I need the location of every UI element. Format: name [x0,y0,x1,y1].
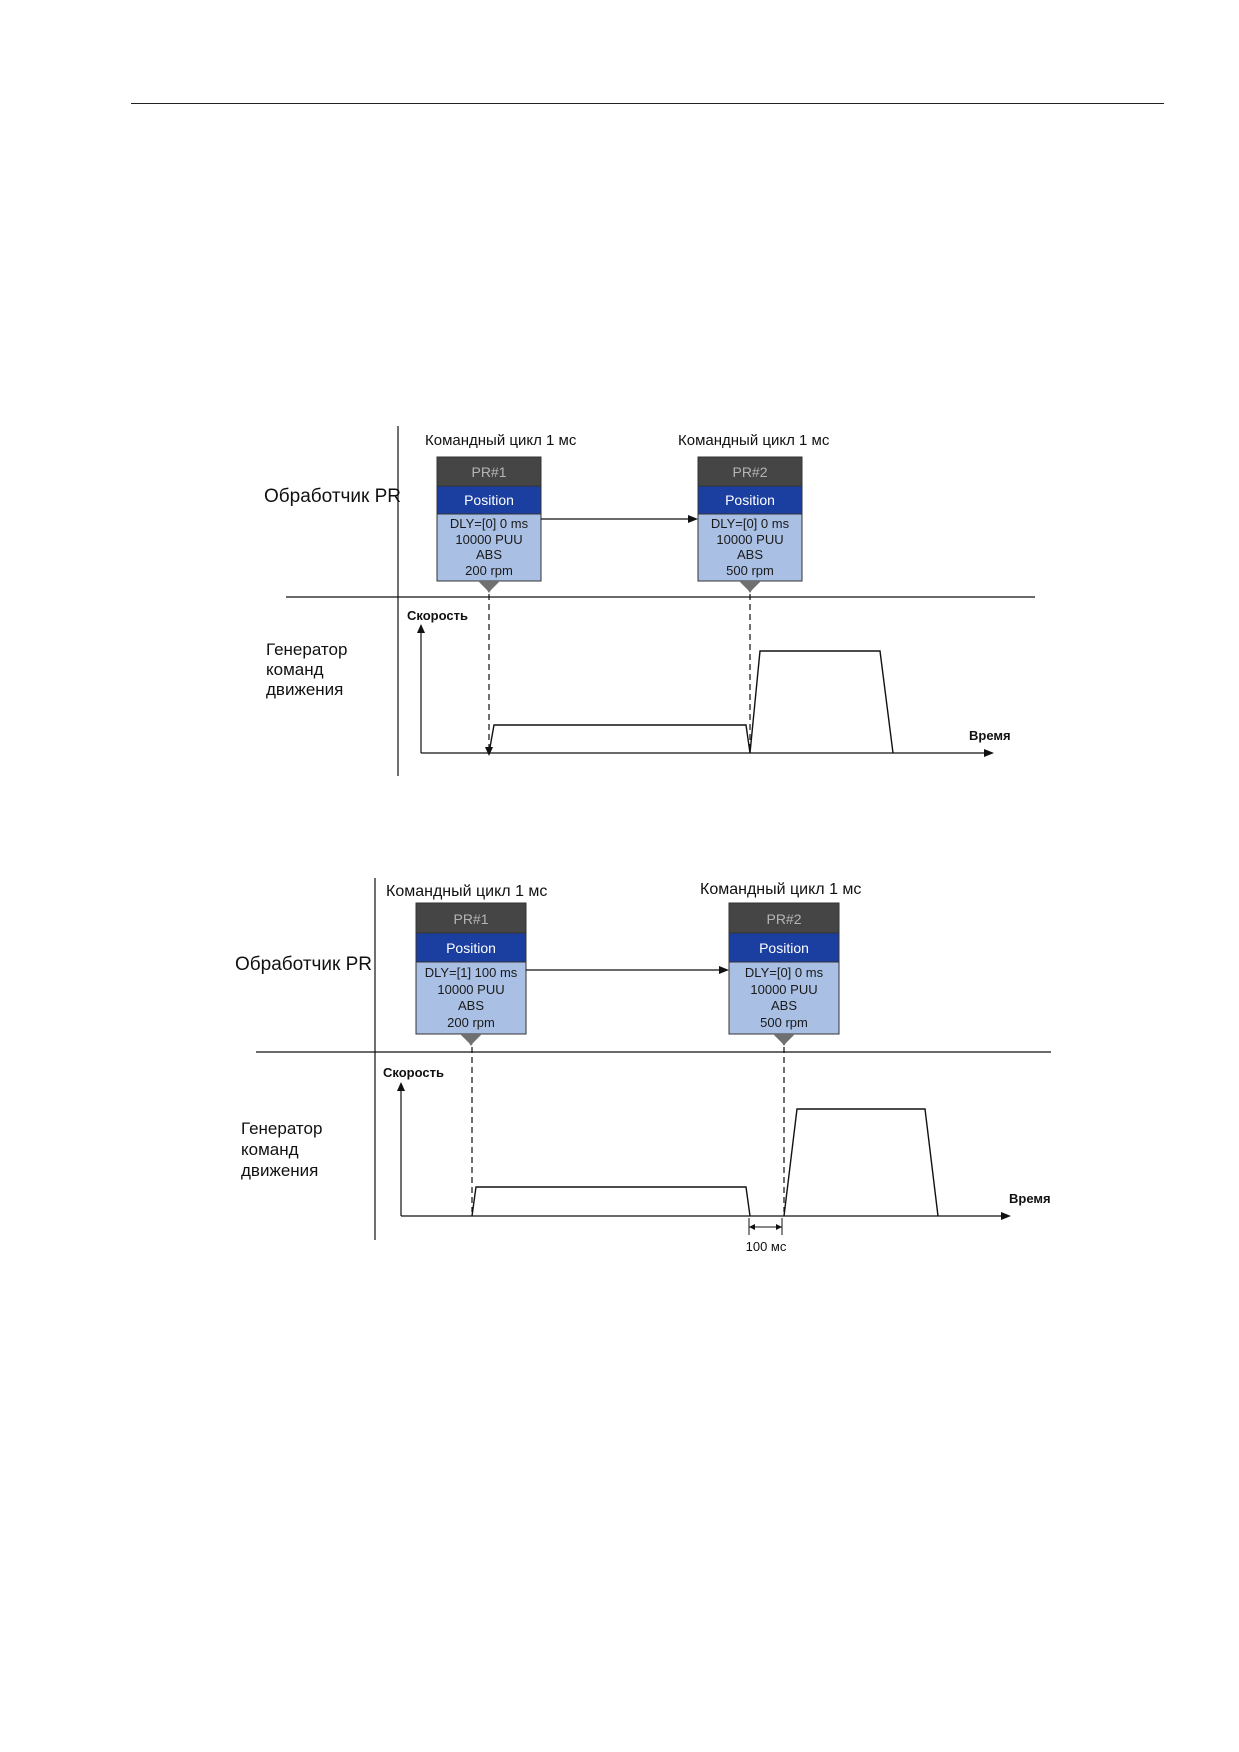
pr-block-1: Командный цикл 1 мс PR#1 Position DLY=[1… [386,883,547,1046]
pr-header-bg [728,902,840,934]
time-axis [421,749,994,757]
speed-axis [417,624,425,753]
generator-label: движения [241,1161,318,1180]
processor-label: Обработчик PR [235,954,372,975]
generator-label: Генератор [241,1119,322,1138]
pr-param: DLY=[0] 0 ms [711,516,790,531]
pr-param: 200 rpm [465,563,513,578]
pr-mode: Position [464,492,514,508]
speed-profile [783,1108,939,1217]
pr-mode-bg [436,485,542,515]
pr-header: PR#1 [471,464,506,480]
pr-param: 10000 PUU [455,532,522,547]
pr-mode-bg [697,485,803,515]
time-axis [401,1212,1011,1220]
pr-header: PR#2 [766,911,801,927]
trigger-lines [488,594,751,749]
pr-param: DLY=[0] 0 ms [450,516,529,531]
pr-block-2: Командный цикл 1 мс PR#2 Position DLY=[0… [700,881,861,1046]
timing-diagram-2: Обработчик PR Командный цикл 1 мс PR#1 P… [235,878,1051,1254]
pr-block-2: Командный цикл 1 мс PR#2 Position DLY=[0… [678,432,830,593]
time-axis-label: Время [969,728,1011,743]
pr-mode-bg [415,932,527,963]
pr-param: 200 rpm [447,1015,495,1030]
pr-mode: Position [446,940,496,956]
pr-header: PR#2 [732,464,767,480]
sequence-arrow [526,966,729,974]
cycle-label: Командный цикл 1 мс [700,881,861,898]
diagram-frame [286,426,1035,776]
generator-label: команд [266,660,324,679]
generator-label: Генератор [266,640,347,659]
speed-profile [471,1186,751,1217]
speed-axis [397,1082,405,1216]
delay-arrowhead-right [776,1224,782,1230]
pr-mode: Position [759,940,809,956]
pr-header: PR#1 [453,911,488,927]
cycle-label: Командный цикл 1 мс [425,432,577,449]
pr-param: 10000 PUU [437,982,504,997]
speed-profile [488,650,894,754]
time-axis-label: Время [1009,1191,1051,1206]
pr-params-bg [697,513,803,582]
pr-param: 500 rpm [760,1015,808,1030]
speed-axis-label: Скорость [383,1065,444,1080]
pr-param: 10000 PUU [750,982,817,997]
pr-params-bg [436,513,542,582]
pr-param: DLY=[0] 0 ms [745,965,824,980]
cycle-label: Командный цикл 1 мс [386,883,547,900]
pr-param: ABS [771,998,797,1013]
pr-param: 10000 PUU [716,532,783,547]
timing-diagram-1: Обработчик PR Командный цикл 1 мс PR#1 P… [264,426,1035,776]
processor-label: Обработчик PR [264,486,401,507]
trigger-pointer [478,581,500,593]
pr-param: 500 rpm [726,563,774,578]
trigger-lines [471,1047,785,1212]
pr-header-bg [697,456,803,487]
generator-label: команд [241,1140,299,1159]
trigger-pointer [773,1034,795,1046]
trigger-pointer [739,581,761,593]
pr-params-bg [728,961,840,1035]
pr-block-1: Командный цикл 1 мс PR#1 Position DLY=[0… [425,432,577,593]
trigger-pointer [460,1034,482,1046]
pr-param: ABS [737,547,763,562]
diagram-frame [256,878,1051,1240]
delay-arrowhead-left [749,1224,755,1230]
sequence-arrow [541,515,698,523]
cycle-label: Командный цикл 1 мс [678,432,830,449]
pr-param: ABS [458,998,484,1013]
pr-param: DLY=[1] 100 ms [425,965,518,980]
pr-params-bg [415,961,527,1035]
pr-header-bg [436,456,542,487]
delay-label: 100 мс [746,1239,787,1254]
pr-param: ABS [476,547,502,562]
generator-label: движения [266,680,343,699]
page-header-rule [131,103,1164,104]
pr-mode: Position [725,492,775,508]
speed-axis-label: Скорость [407,608,468,623]
